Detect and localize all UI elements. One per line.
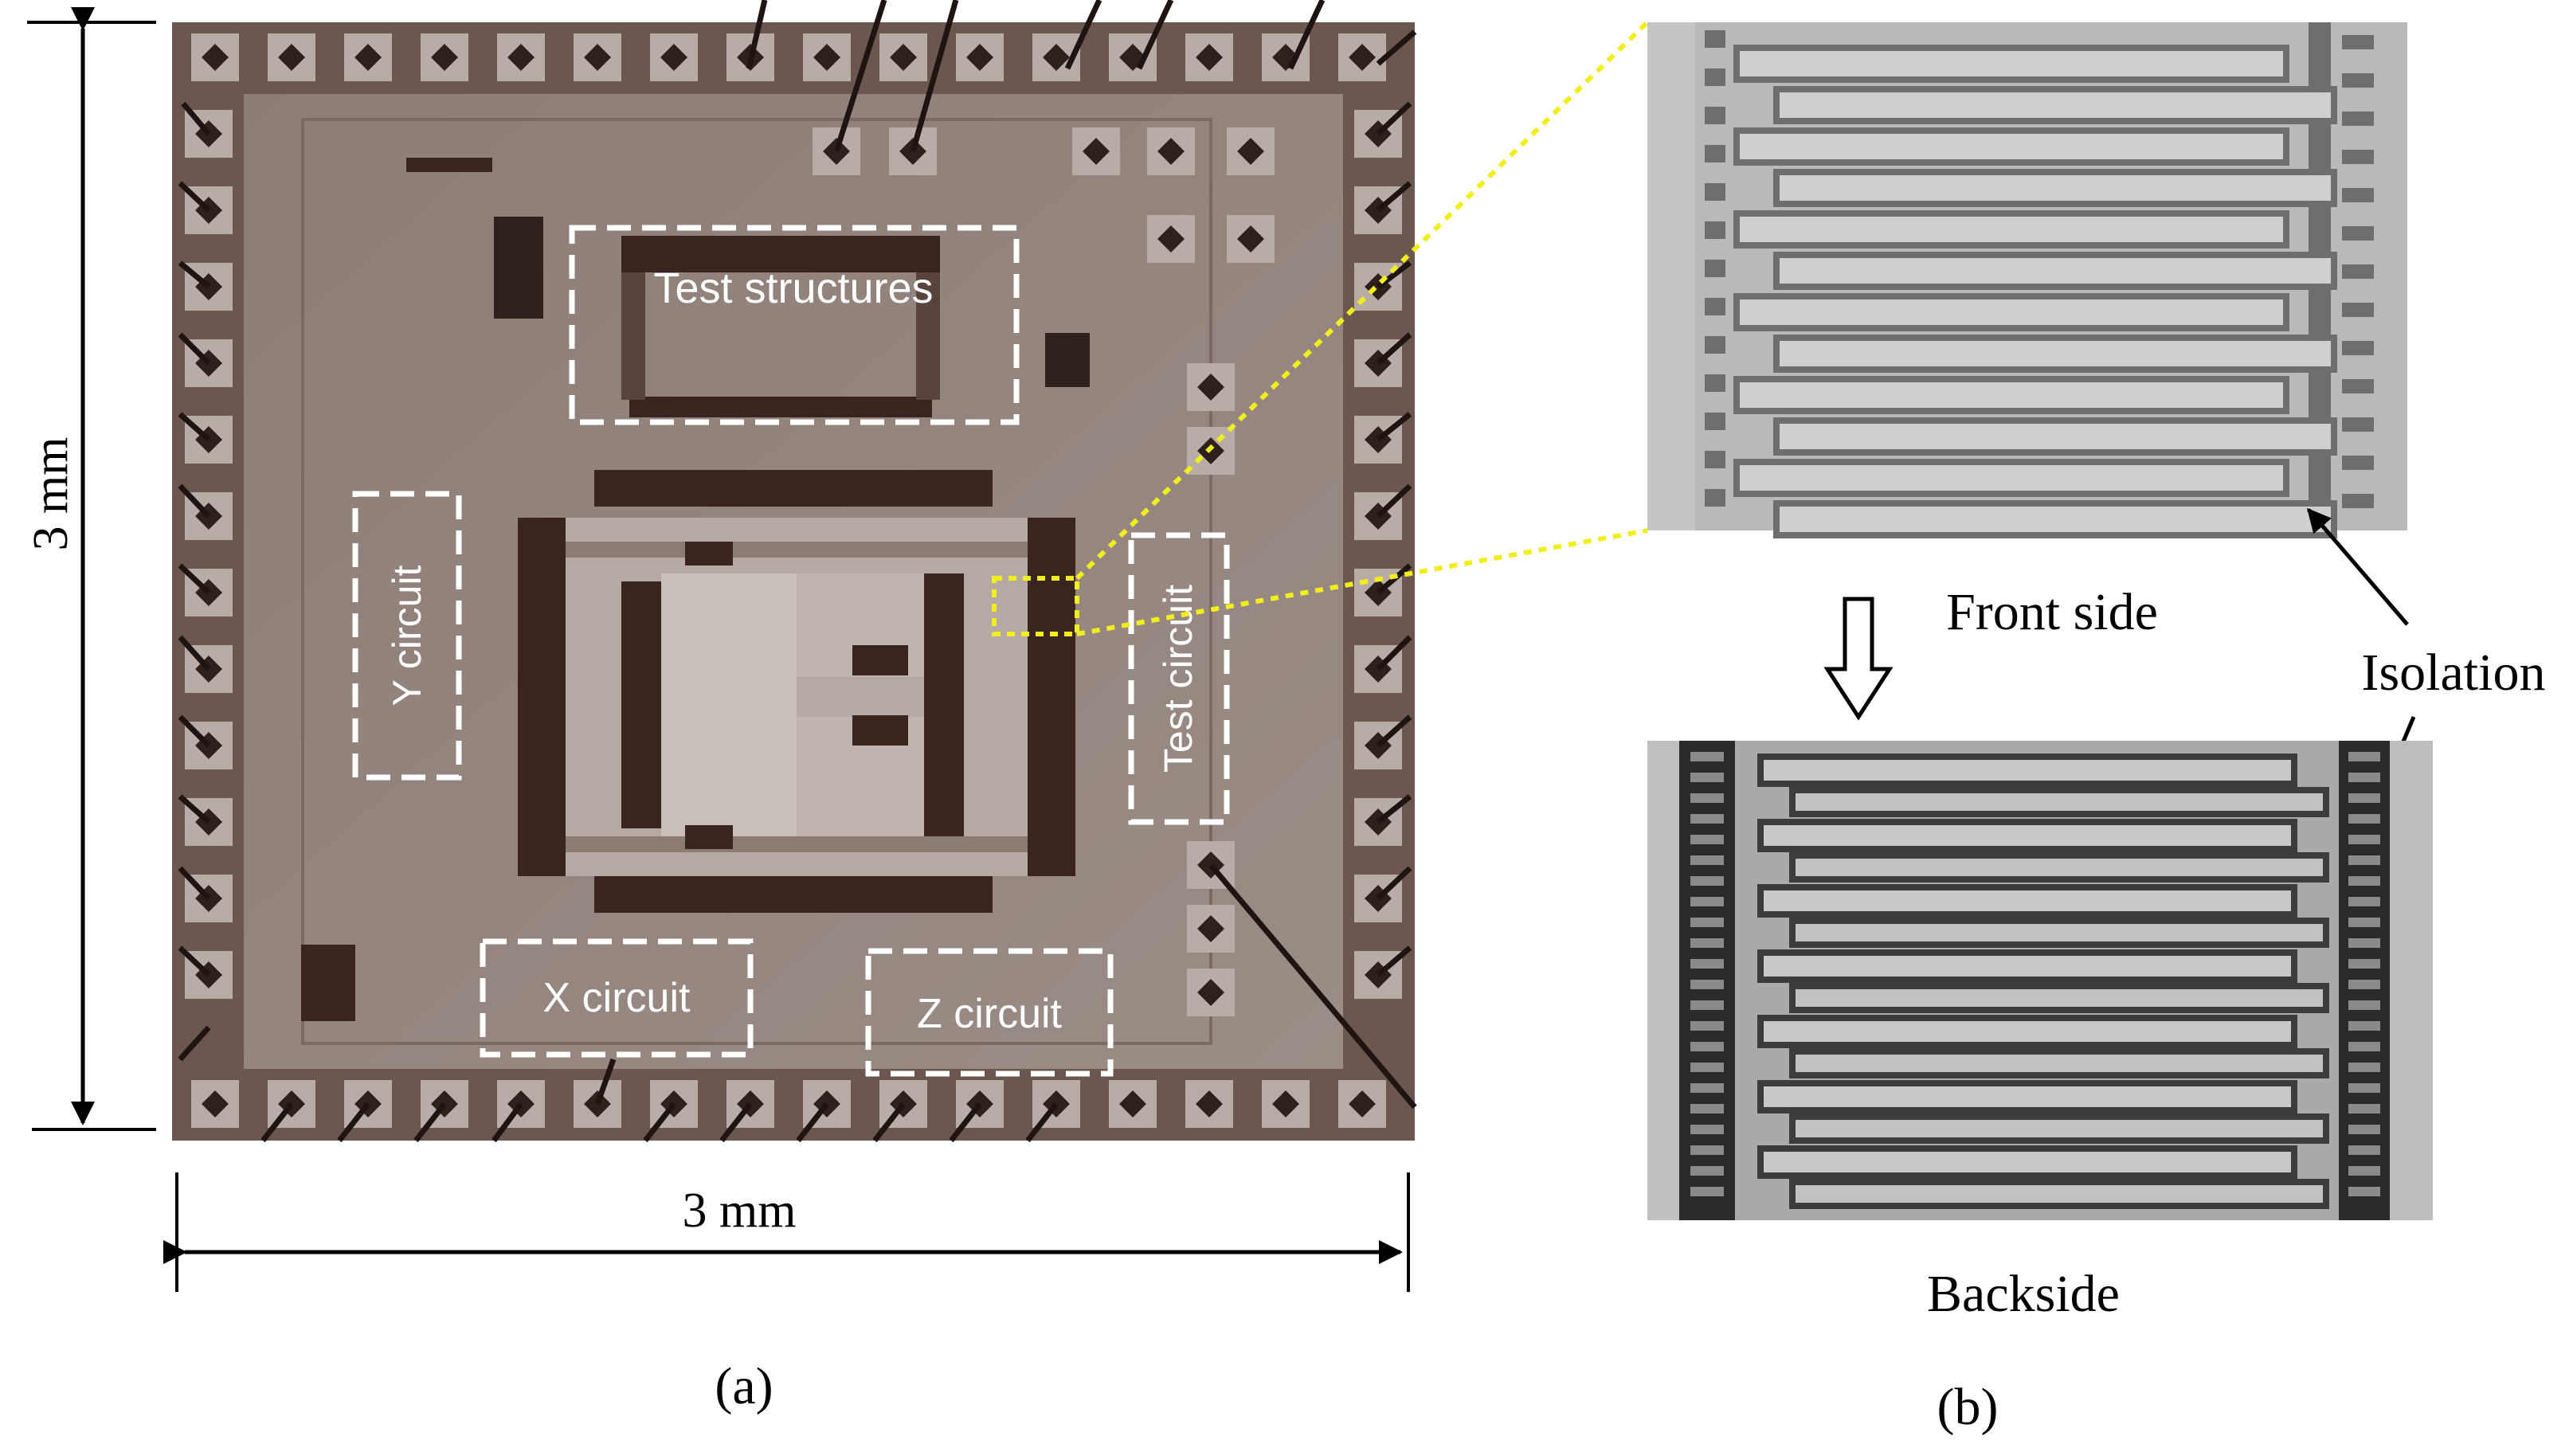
panel-b-sem-images: Front side Isolation Backside (b) (1647, 22, 2545, 1436)
label-x-circuit: X circuit (543, 975, 691, 1021)
isolation-arrow-front (2307, 507, 2409, 626)
chip-region-boxes (352, 225, 1230, 1077)
x-circuit-box (480, 938, 754, 1058)
label-z-circuit: Z circuit (917, 991, 1063, 1037)
label-y-circuit: Y circuit (385, 565, 429, 706)
height-dimension (27, 7, 156, 1131)
y-circuit-box (352, 491, 462, 781)
front-side-label: Front side (1946, 583, 2158, 641)
sem-backside-image (1647, 741, 2433, 1220)
backside-label: Backside (1927, 1265, 2120, 1323)
test-structures-box (569, 225, 1020, 425)
bond-wires (178, 0, 1417, 1143)
label-test-structures: Test structures (653, 264, 933, 312)
isolation-label: Isolation (2362, 644, 2546, 702)
down-arrow (1823, 597, 1894, 721)
width-dimension-label: 3 mm (683, 1184, 797, 1238)
zoom-line-top (1075, 20, 1650, 581)
sem-front-side-image (1647, 22, 2407, 538)
caption-b: (b) (1937, 1378, 1999, 1436)
zoom-line-bottom (1076, 528, 1648, 636)
height-dimension-label: 3 mm (24, 437, 78, 551)
test-circuit-box (1128, 532, 1230, 825)
mems-accelerometer-structure (518, 470, 1075, 913)
panel-a-chip-photo: Test structures Y circuit Test circuit X… (24, 0, 1650, 1415)
z-circuit-box (865, 948, 1114, 1077)
label-test-circuit: Test circuit (1156, 585, 1200, 773)
zoom-region-box (992, 576, 1079, 636)
width-dimension (163, 1172, 1410, 1292)
caption-a: (a) (715, 1357, 773, 1415)
